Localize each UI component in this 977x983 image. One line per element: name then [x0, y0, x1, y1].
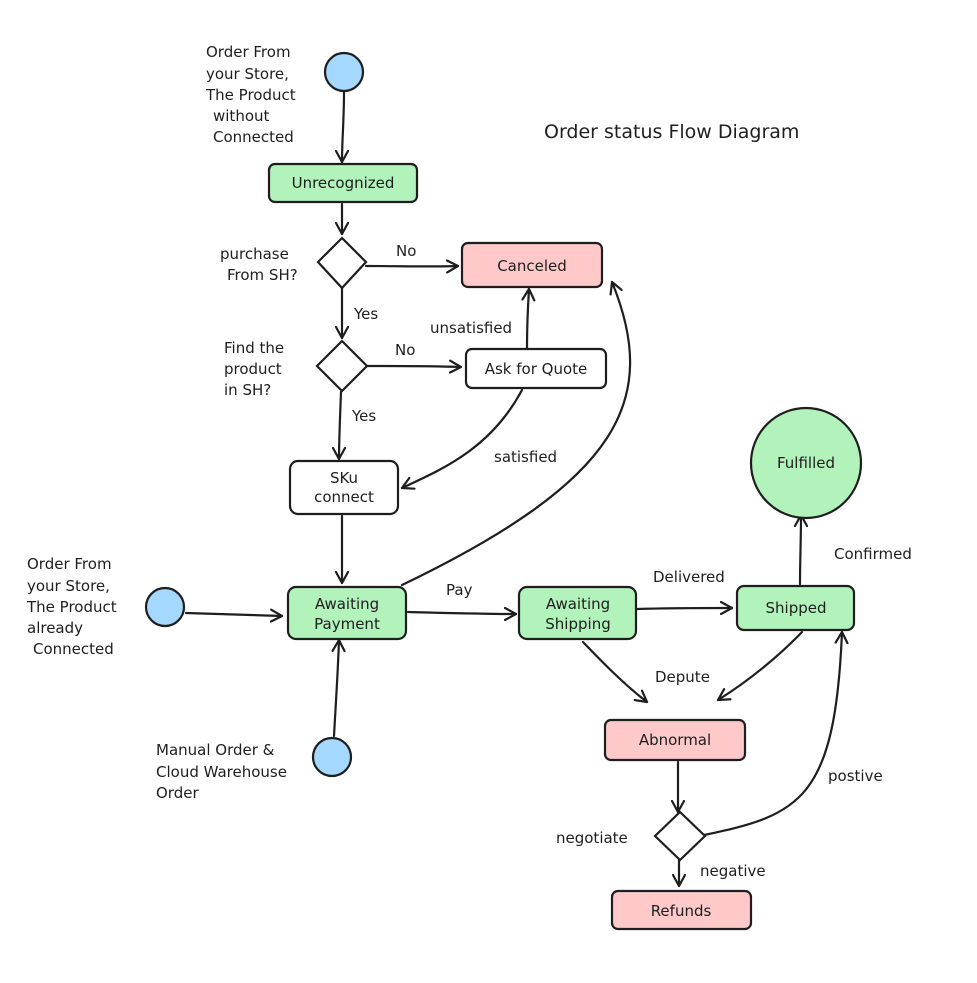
start-circle-store-not-connected[interactable]: [323, 51, 365, 93]
edge-label-delivered: Delivered: [653, 568, 725, 586]
edge-find-yes-to-sku-connect: [339, 390, 341, 461]
decision-label-purchase-1: purchase: [220, 245, 289, 263]
node-fulfilled-label: Fulfilled: [777, 454, 835, 472]
node-awaiting-payment-label-1: Awaiting: [315, 595, 379, 613]
decision-label-find-1: Find the: [224, 339, 284, 357]
node-fulfilled[interactable]: Fulfilled: [749, 406, 863, 520]
edge-start2-to-awaiting-payment: [184, 613, 284, 616]
node-ask-for-quote-label: Ask for Quote: [485, 360, 588, 378]
start-label-store-not-connected: Order From your Store, The Product witho…: [205, 43, 296, 146]
edge-find-no-to-ask-quote: [366, 366, 463, 367]
start-label-store-connected: Order From your Store, The Product alrea…: [26, 555, 117, 658]
edge-awaiting-payment-to-canceled: [400, 280, 632, 587]
node-shipped-label: Shipped: [766, 599, 827, 617]
edge-label-no-2: No: [395, 341, 415, 359]
decision-label-find-3: in SH?: [224, 381, 271, 399]
start2-line-4: already: [27, 619, 83, 637]
start3-line-1: Manual Order &: [156, 741, 275, 759]
edge-label-unsatisfied: unsatisfied: [430, 319, 512, 337]
node-awaiting-shipping[interactable]: Awaiting Shipping: [517, 585, 638, 641]
decision-label-negotiate: negotiate: [556, 829, 628, 847]
start2-line-3: The Product: [26, 598, 117, 616]
decision-diamond-purchase[interactable]: [316, 236, 368, 290]
node-canceled[interactable]: Canceled: [460, 241, 604, 289]
node-sku-connect[interactable]: SKu connect: [288, 459, 400, 516]
edge-label-postive: postive: [828, 767, 883, 785]
edge-quote-unsatisfied-to-canceled: [527, 287, 529, 350]
start1-line-1: Order From: [206, 43, 291, 61]
diagram-title: Order status Flow Diagram: [544, 121, 799, 143]
edge-label-negative: negative: [700, 862, 766, 880]
edge-quote-satisfied-to-sku-connect: [400, 388, 524, 488]
edge-label-pay: Pay: [446, 581, 473, 599]
decision-diamond-find-product[interactable]: [315, 339, 369, 393]
start-circle-manual[interactable]: [311, 736, 353, 778]
edge-label-yes-2: Yes: [351, 407, 376, 425]
node-refunds[interactable]: Refunds: [610, 889, 753, 931]
node-unrecognized[interactable]: Unrecognized: [267, 162, 419, 204]
edge-label-confirmed: Confirmed: [834, 545, 912, 563]
node-awaiting-shipping-label-2: Shipping: [545, 615, 610, 633]
node-refunds-label: Refunds: [651, 902, 712, 920]
node-unrecognized-label: Unrecognized: [292, 174, 395, 192]
start3-line-3: Order: [156, 784, 199, 802]
edge-postive-to-shipped: [702, 630, 842, 837]
edge-start3-to-awaiting-payment: [334, 638, 339, 738]
decision-diamond-negotiate[interactable]: [653, 810, 707, 862]
decision-label-find-2: product: [224, 360, 282, 378]
node-sku-connect-label-2: connect: [314, 488, 374, 506]
start-circle-store-connected[interactable]: [144, 586, 186, 628]
node-sku-connect-label-1: SKu: [330, 469, 358, 487]
start1-line-5: Connected: [213, 128, 294, 146]
start1-line-3: The Product: [205, 86, 296, 104]
start1-line-2: your Store,: [206, 65, 289, 83]
edge-awaiting-shipping-to-abnormal: [581, 640, 649, 704]
edge-label-depute: Depute: [655, 668, 710, 686]
edge-label-satisfied: satisfied: [494, 448, 557, 466]
node-shipped[interactable]: Shipped: [735, 584, 856, 632]
node-awaiting-shipping-label-1: Awaiting: [546, 595, 610, 613]
edge-label-yes-1: Yes: [353, 305, 378, 323]
node-ask-for-quote[interactable]: Ask for Quote: [464, 347, 608, 390]
edge-pay-to-awaiting-shipping: [406, 612, 518, 614]
edge-depute-to-abnormal: [716, 630, 804, 702]
edge-start-to-unrecognized: [342, 90, 344, 164]
node-abnormal-label: Abnormal: [639, 731, 711, 749]
start3-line-2: Cloud Warehouse: [156, 763, 287, 781]
node-canceled-label: Canceled: [497, 257, 567, 275]
start-label-manual: Manual Order & Cloud Warehouse Order: [156, 741, 287, 802]
edge-confirmed-to-fulfilled: [800, 513, 801, 586]
node-awaiting-payment[interactable]: Awaiting Payment: [286, 585, 408, 641]
start2-line-1: Order From: [27, 555, 112, 573]
decision-label-purchase-2: From SH?: [227, 266, 298, 284]
start2-line-2: your Store,: [27, 577, 110, 595]
node-awaiting-payment-label-2: Payment: [314, 615, 380, 633]
start2-line-5: Connected: [33, 640, 114, 658]
edge-delivered-to-shipped: [635, 608, 734, 609]
start1-line-4: without: [213, 107, 270, 125]
node-abnormal[interactable]: Abnormal: [603, 718, 747, 762]
edge-label-no-1: No: [396, 242, 416, 260]
